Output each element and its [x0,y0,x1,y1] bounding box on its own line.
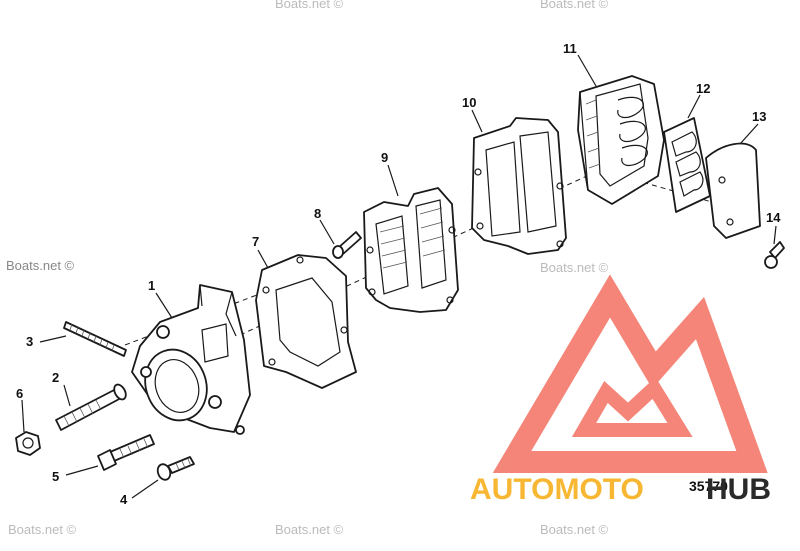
watermark-text: Boats.net © [540,260,609,275]
automotohub-logo [492,274,768,473]
part-6-nut [15,431,41,456]
callout-1: 1 [148,278,155,293]
callout-12: 12 [696,81,710,96]
part-13-reed-stop [705,142,761,239]
callout-10: 10 [462,95,476,110]
callout-9: 9 [381,150,388,165]
callout-4: 4 [120,492,128,507]
callout-5: 5 [52,469,59,484]
watermark-text: Boats.net © [6,258,75,273]
part-5-bolt [97,434,155,471]
part-12-reed-petal [663,117,711,213]
logo-word-automoto: AUTOMOTO [470,473,644,506]
part-1-housing [131,284,251,435]
callout-labels: 1 2 3 4 5 6 7 8 9 10 11 12 13 14 [16,41,781,507]
reference-number: 35770 [689,478,728,494]
callout-3: 3 [26,334,33,349]
logo-inner-icon [571,377,693,437]
leader-lines [21,54,777,499]
part-8-screw [332,231,362,259]
callout-7: 7 [252,234,259,249]
automotohub-wordmark: AUTOMOTO HUB [470,473,771,506]
part-7-gasket [255,254,357,389]
logo-word-hub: HUB [706,473,771,506]
part-14-screw [764,241,785,269]
part-3-stud [63,321,127,357]
callout-14: 14 [766,210,781,225]
part-4-screw [156,456,195,481]
watermark-text: Boats.net © [8,522,77,537]
watermark-text: Boats.net © [540,0,609,11]
callout-2: 2 [52,370,59,385]
watermark-text: Boats.net © [275,522,344,537]
callout-8: 8 [314,206,321,221]
callout-11: 11 [563,41,577,56]
watermark-text: Boats.net © [540,522,609,537]
watermark-layer: Boats.net © Boats.net © Boats.net © Boat… [6,0,609,537]
part-10-gasket [471,117,567,255]
part-11-reed-cage [577,75,665,205]
callout-6: 6 [16,386,23,401]
logo-mark-icon [492,274,768,473]
part-9-reed-plate [363,187,459,313]
watermark-text: Boats.net © [275,0,344,11]
part-2-bolt [55,383,127,431]
callout-13: 13 [752,109,766,124]
